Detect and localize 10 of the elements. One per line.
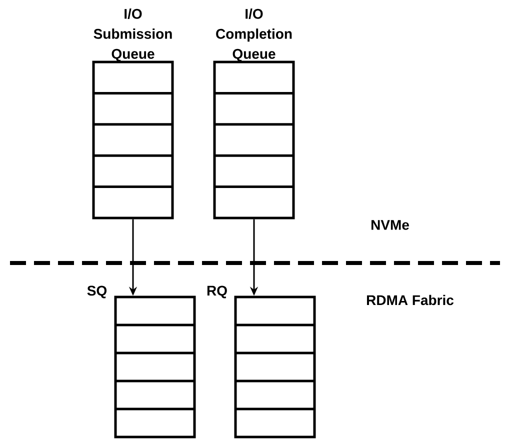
section-label: NVMe xyxy=(372,220,409,230)
node-label: SQ xyxy=(87,286,107,298)
section-label: RDMA Fabric xyxy=(367,294,454,306)
queue-stack: I/O Completion Queue xyxy=(213,8,295,220)
node-label: I/O Completion Queue xyxy=(216,8,292,62)
queue-stack: I/O Submission Queue xyxy=(92,8,174,220)
queue-stack: SQ xyxy=(87,286,196,438)
queue-stack: RQ xyxy=(207,286,316,438)
node-label: I/O Submission Queue xyxy=(94,8,172,62)
node-label: RQ xyxy=(207,286,227,298)
